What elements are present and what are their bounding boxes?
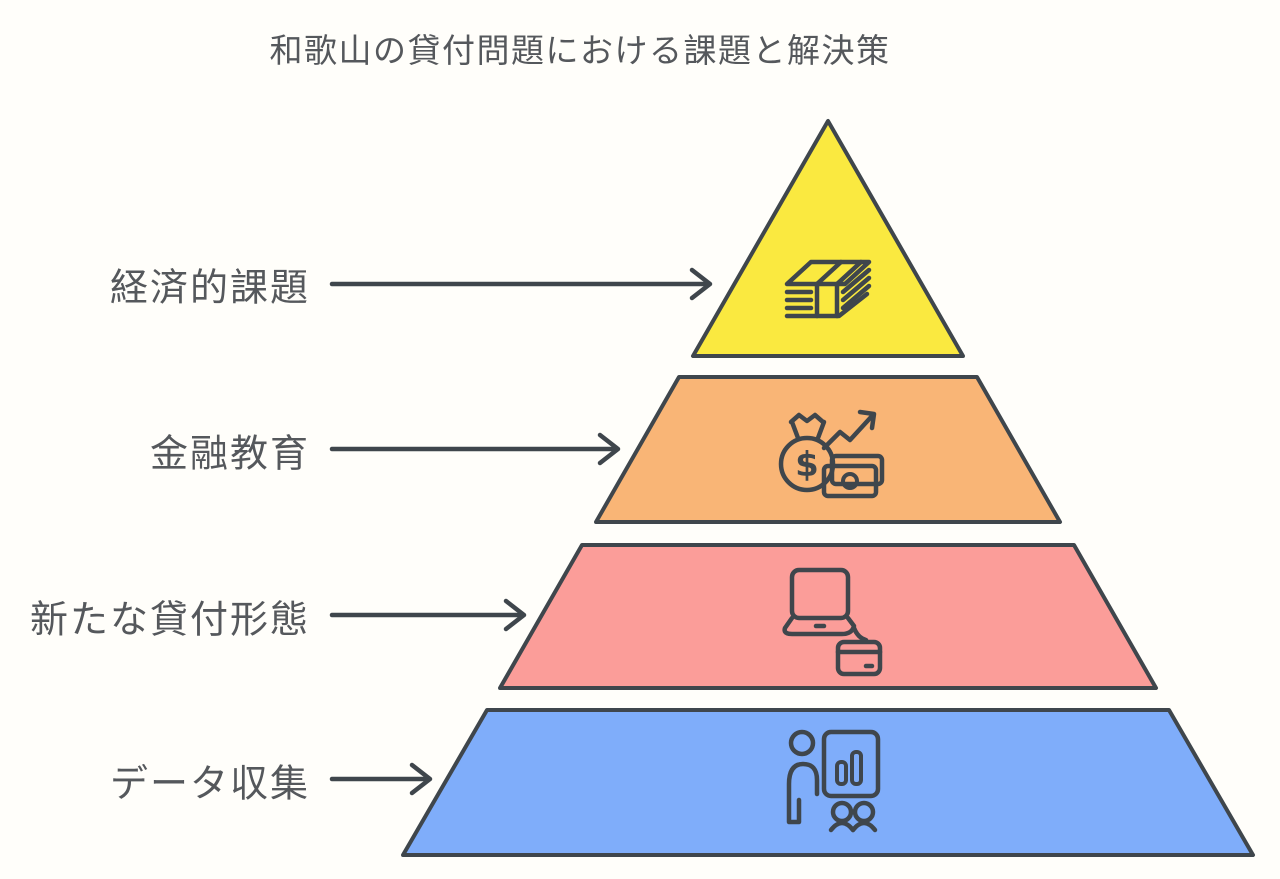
label-tier-2: 金融教育 <box>149 433 310 476</box>
tier-1-shape[interactable] <box>691 119 965 358</box>
money-bag-growth-icon: $ <box>778 409 885 499</box>
label-tier-4: データ収集 <box>109 763 310 806</box>
label-tier-1: 経済的課題 <box>109 267 310 310</box>
banknote-stack-icon <box>784 259 872 319</box>
laptop-credit-card-icon <box>782 567 883 677</box>
tier-4-shape[interactable] <box>401 708 1255 857</box>
diagram-title: 和歌山の貸付問題における課題と解決策 <box>269 32 891 69</box>
label-tier-3: 新たな貸付形態 <box>29 599 310 642</box>
arrow-tier-3 <box>329 598 527 632</box>
arrow-tier-2 <box>329 432 621 466</box>
arrow-tier-4 <box>329 762 433 796</box>
dollar-sign: $ <box>795 445 819 485</box>
presenter-chart-icon <box>786 729 881 833</box>
arrow-tier-1 <box>329 267 713 301</box>
